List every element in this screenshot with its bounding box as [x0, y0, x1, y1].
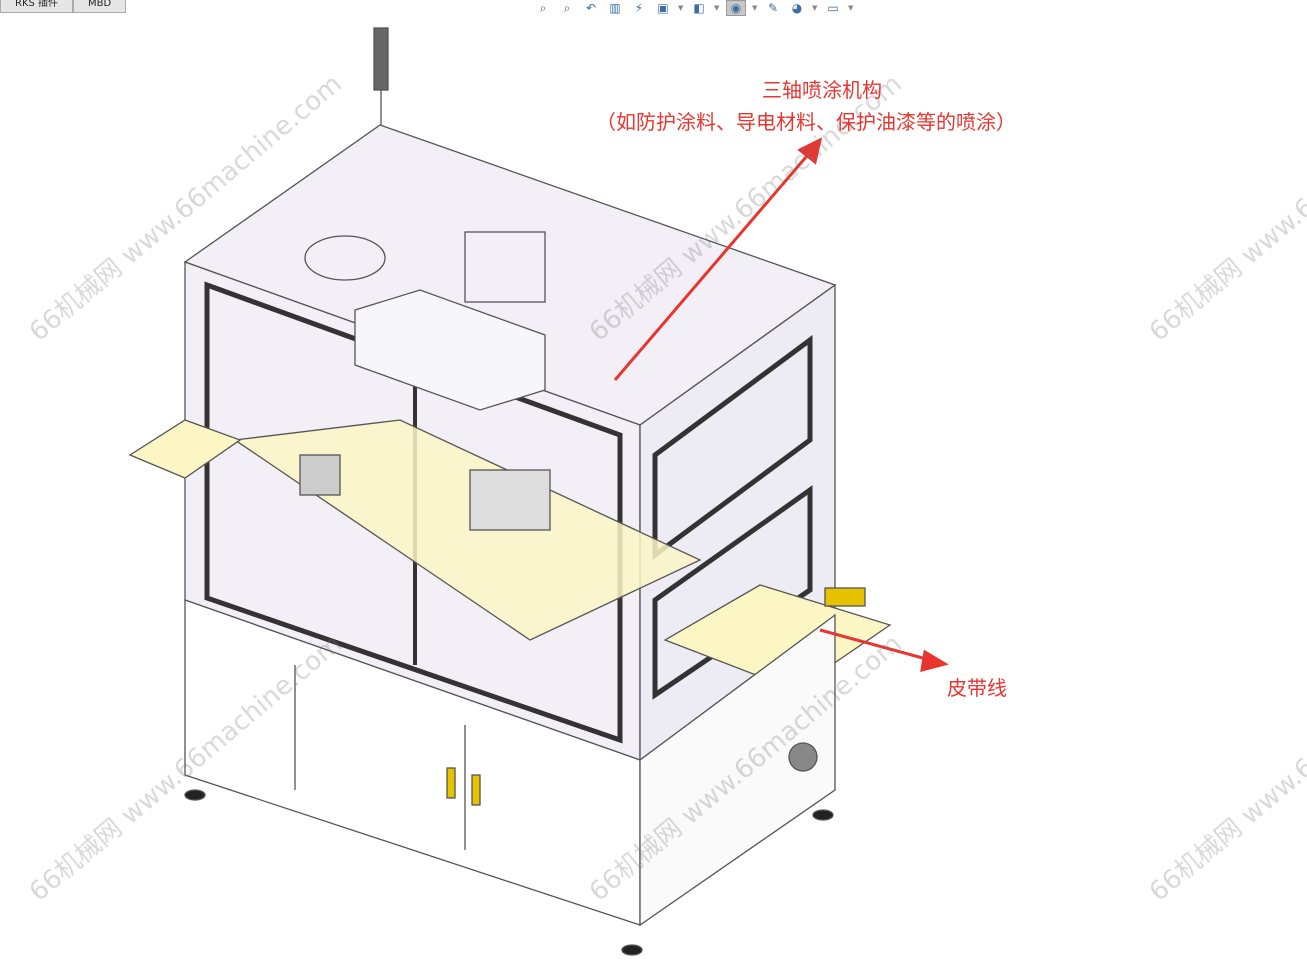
chevron-down-icon[interactable]: ▼	[678, 4, 684, 12]
section-view-icon[interactable]: ▥	[609, 1, 621, 15]
tab-mbd[interactable]: MBD	[73, 0, 127, 13]
hopper	[304, 235, 386, 281]
hmi-screen	[464, 231, 546, 303]
side-window-upper	[652, 335, 813, 560]
chevron-down-icon[interactable]: ▼	[848, 4, 854, 12]
annotation-arrows	[613, 137, 949, 673]
left-conveyor	[128, 419, 242, 479]
zoom-to-fit-icon[interactable]: ⌕	[539, 0, 547, 15]
chevron-down-icon[interactable]: ▼	[812, 4, 818, 12]
right-conveyor	[663, 584, 892, 691]
tab-rks-plugin[interactable]: RKS 插件	[0, 0, 74, 13]
spray-arrow-head	[797, 137, 823, 165]
belt-arrow	[819, 628, 931, 662]
belt-arrow-head	[920, 649, 949, 673]
heads-up-view-toolbar: ⌕ ⌕ ↶ ▥ ⚡ ▣ ▼ ◧ ▼ ◉ ▼ ✎ ◕ ▼ ▭ ▼	[534, 0, 854, 16]
side-window-lower	[652, 485, 813, 700]
signal-tower	[373, 27, 389, 91]
fan-grille	[788, 742, 818, 772]
view-orientation-icon[interactable]: ▣	[657, 1, 669, 15]
zoom-area-icon[interactable]: ⌕	[563, 0, 571, 15]
view-settings-icon[interactable]: ▭	[827, 1, 839, 15]
spray-mechanism-description: （如防护涂料、导电材料、保护油漆等的喷涂）	[596, 110, 1016, 134]
chevron-down-icon[interactable]: ▼	[752, 4, 758, 12]
previous-view-icon[interactable]: ↶	[585, 1, 597, 15]
control-buttons	[824, 587, 866, 607]
spray-arrow	[613, 149, 814, 381]
hide-show-icon[interactable]: ◉	[726, 0, 746, 16]
dynamic-annotation-icon[interactable]: ⚡	[634, 1, 644, 15]
belt-line-label: 皮带线	[947, 676, 1007, 700]
chevron-down-icon[interactable]: ▼	[714, 4, 720, 12]
base-side	[639, 613, 836, 927]
display-style-icon[interactable]: ◧	[693, 1, 705, 15]
spray-mechanism-label: 三轴喷涂机构	[762, 78, 882, 102]
machine-model	[128, 27, 892, 956]
edit-appearance-icon[interactable]: ✎	[767, 1, 779, 15]
apply-scene-icon[interactable]: ◕	[791, 1, 803, 15]
command-manager-tabs: RKS 插件 MBD	[0, 0, 127, 13]
inner-belt	[233, 419, 702, 641]
